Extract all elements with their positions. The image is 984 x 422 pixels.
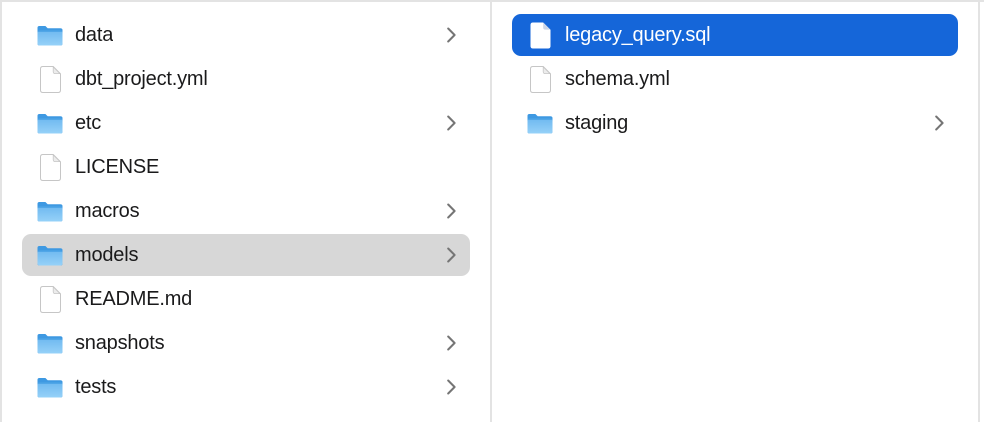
document-icon bbox=[527, 65, 553, 93]
document-icon bbox=[527, 21, 553, 49]
list-item-macros[interactable]: macros bbox=[22, 190, 470, 232]
chevron-right-icon bbox=[447, 335, 456, 351]
list-item-readme-md[interactable]: README.md bbox=[22, 278, 470, 320]
item-label: README.md bbox=[75, 287, 193, 310]
list-item-dbt-project-yml[interactable]: dbt_project.yml bbox=[22, 58, 470, 100]
chevron-right-icon bbox=[447, 115, 456, 131]
folder-icon bbox=[37, 197, 63, 225]
item-label: etc bbox=[75, 111, 102, 134]
list-item-snapshots[interactable]: snapshots bbox=[22, 322, 470, 364]
chevron-right-icon bbox=[935, 115, 944, 131]
item-label: tests bbox=[75, 375, 117, 398]
list-item-legacy-query-sql-selected[interactable]: legacy_query.sql bbox=[512, 14, 958, 56]
chevron-right-icon bbox=[447, 203, 456, 219]
item-label: macros bbox=[75, 199, 140, 222]
list-item-license[interactable]: LICENSE bbox=[22, 146, 470, 188]
item-label: schema.yml bbox=[565, 67, 670, 90]
list-item-data[interactable]: data bbox=[22, 14, 470, 56]
item-label: legacy_query.sql bbox=[565, 23, 711, 46]
folder-icon bbox=[37, 241, 63, 269]
document-icon bbox=[37, 153, 63, 181]
item-label: data bbox=[75, 23, 114, 46]
folder-icon bbox=[37, 21, 63, 49]
item-label: staging bbox=[565, 111, 629, 134]
item-label: models bbox=[75, 243, 139, 266]
chevron-right-icon bbox=[447, 27, 456, 43]
folder-icon bbox=[37, 329, 63, 357]
document-icon bbox=[37, 285, 63, 313]
chevron-right-icon bbox=[447, 247, 456, 263]
list-item-staging[interactable]: staging bbox=[512, 102, 958, 144]
list-item-etc[interactable]: etc bbox=[22, 102, 470, 144]
file-column-right: legacy_query.sql schema.yml staging bbox=[492, 2, 980, 422]
document-icon bbox=[37, 65, 63, 93]
folder-icon bbox=[527, 109, 553, 137]
list-item-models-selected[interactable]: models bbox=[22, 234, 470, 276]
item-label: snapshots bbox=[75, 331, 165, 354]
item-label: dbt_project.yml bbox=[75, 67, 208, 90]
chevron-right-icon bbox=[447, 379, 456, 395]
folder-icon bbox=[37, 109, 63, 137]
list-item-tests[interactable]: tests bbox=[22, 366, 470, 408]
item-label: LICENSE bbox=[75, 155, 160, 178]
folder-icon bbox=[37, 373, 63, 401]
list-item-schema-yml[interactable]: schema.yml bbox=[512, 58, 958, 100]
file-column-left: data dbt_project.yml etc LICENSE macros … bbox=[2, 2, 492, 422]
